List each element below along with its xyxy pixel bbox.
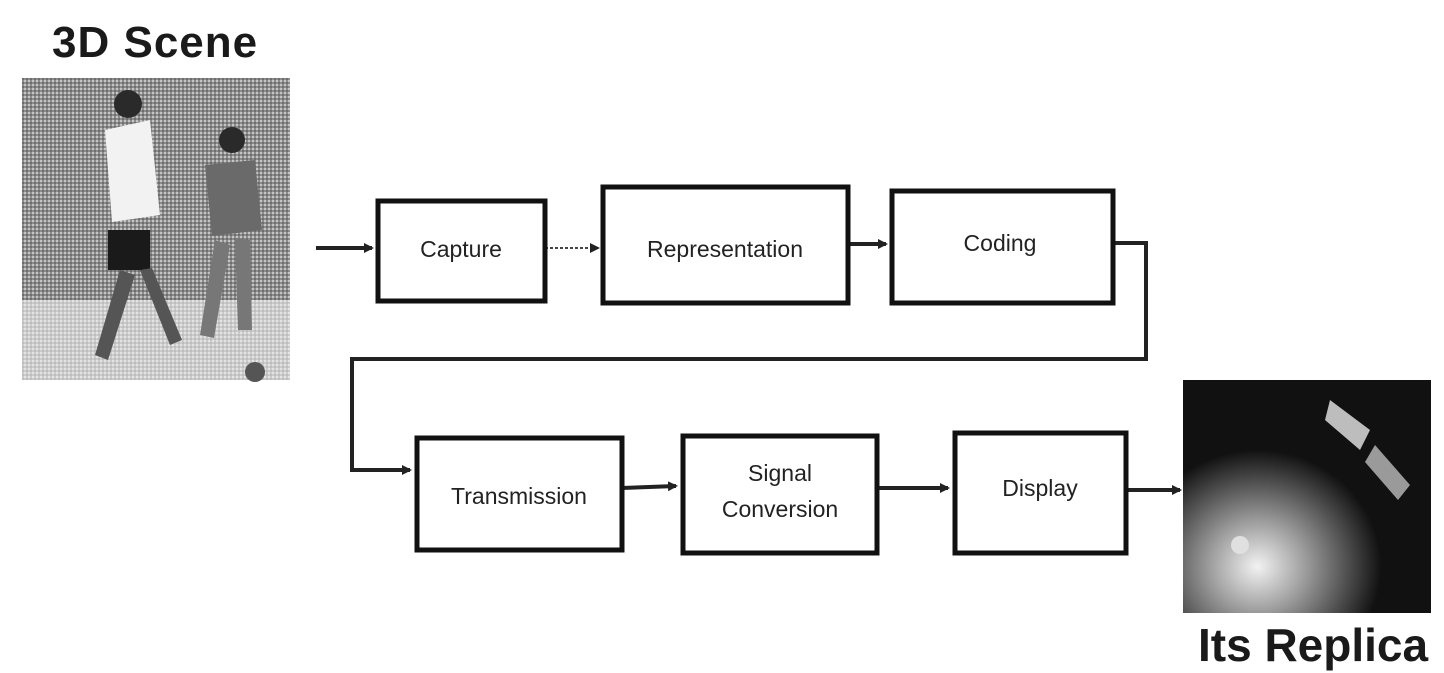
transmission-box: Transmission [414, 435, 625, 553]
signal-conversion-box: Signal Conversion [680, 433, 880, 556]
coding-box: Coding [889, 188, 1116, 306]
signal-conversion-label-line2: Conversion [722, 496, 838, 522]
capture-label: Capture [420, 236, 502, 262]
arrow-transmission-to-signal-conversion [621, 481, 678, 492]
arrow-coding-to-transmission [350, 241, 1148, 475]
signal-conversion-label-line1: Signal [748, 460, 812, 486]
scene-image [22, 78, 290, 382]
transmission-label: Transmission [451, 483, 587, 509]
coding-label: Coding [964, 230, 1037, 256]
representation-box: Representation [600, 184, 851, 306]
display-box: Display [952, 430, 1129, 556]
replica-image [1183, 380, 1431, 613]
scene-title: 3D Scene [52, 18, 259, 67]
representation-label: Representation [647, 236, 803, 262]
capture-box: Capture [375, 198, 548, 304]
display-label: Display [1002, 475, 1078, 501]
replica-title: Its Replica [1198, 619, 1429, 671]
